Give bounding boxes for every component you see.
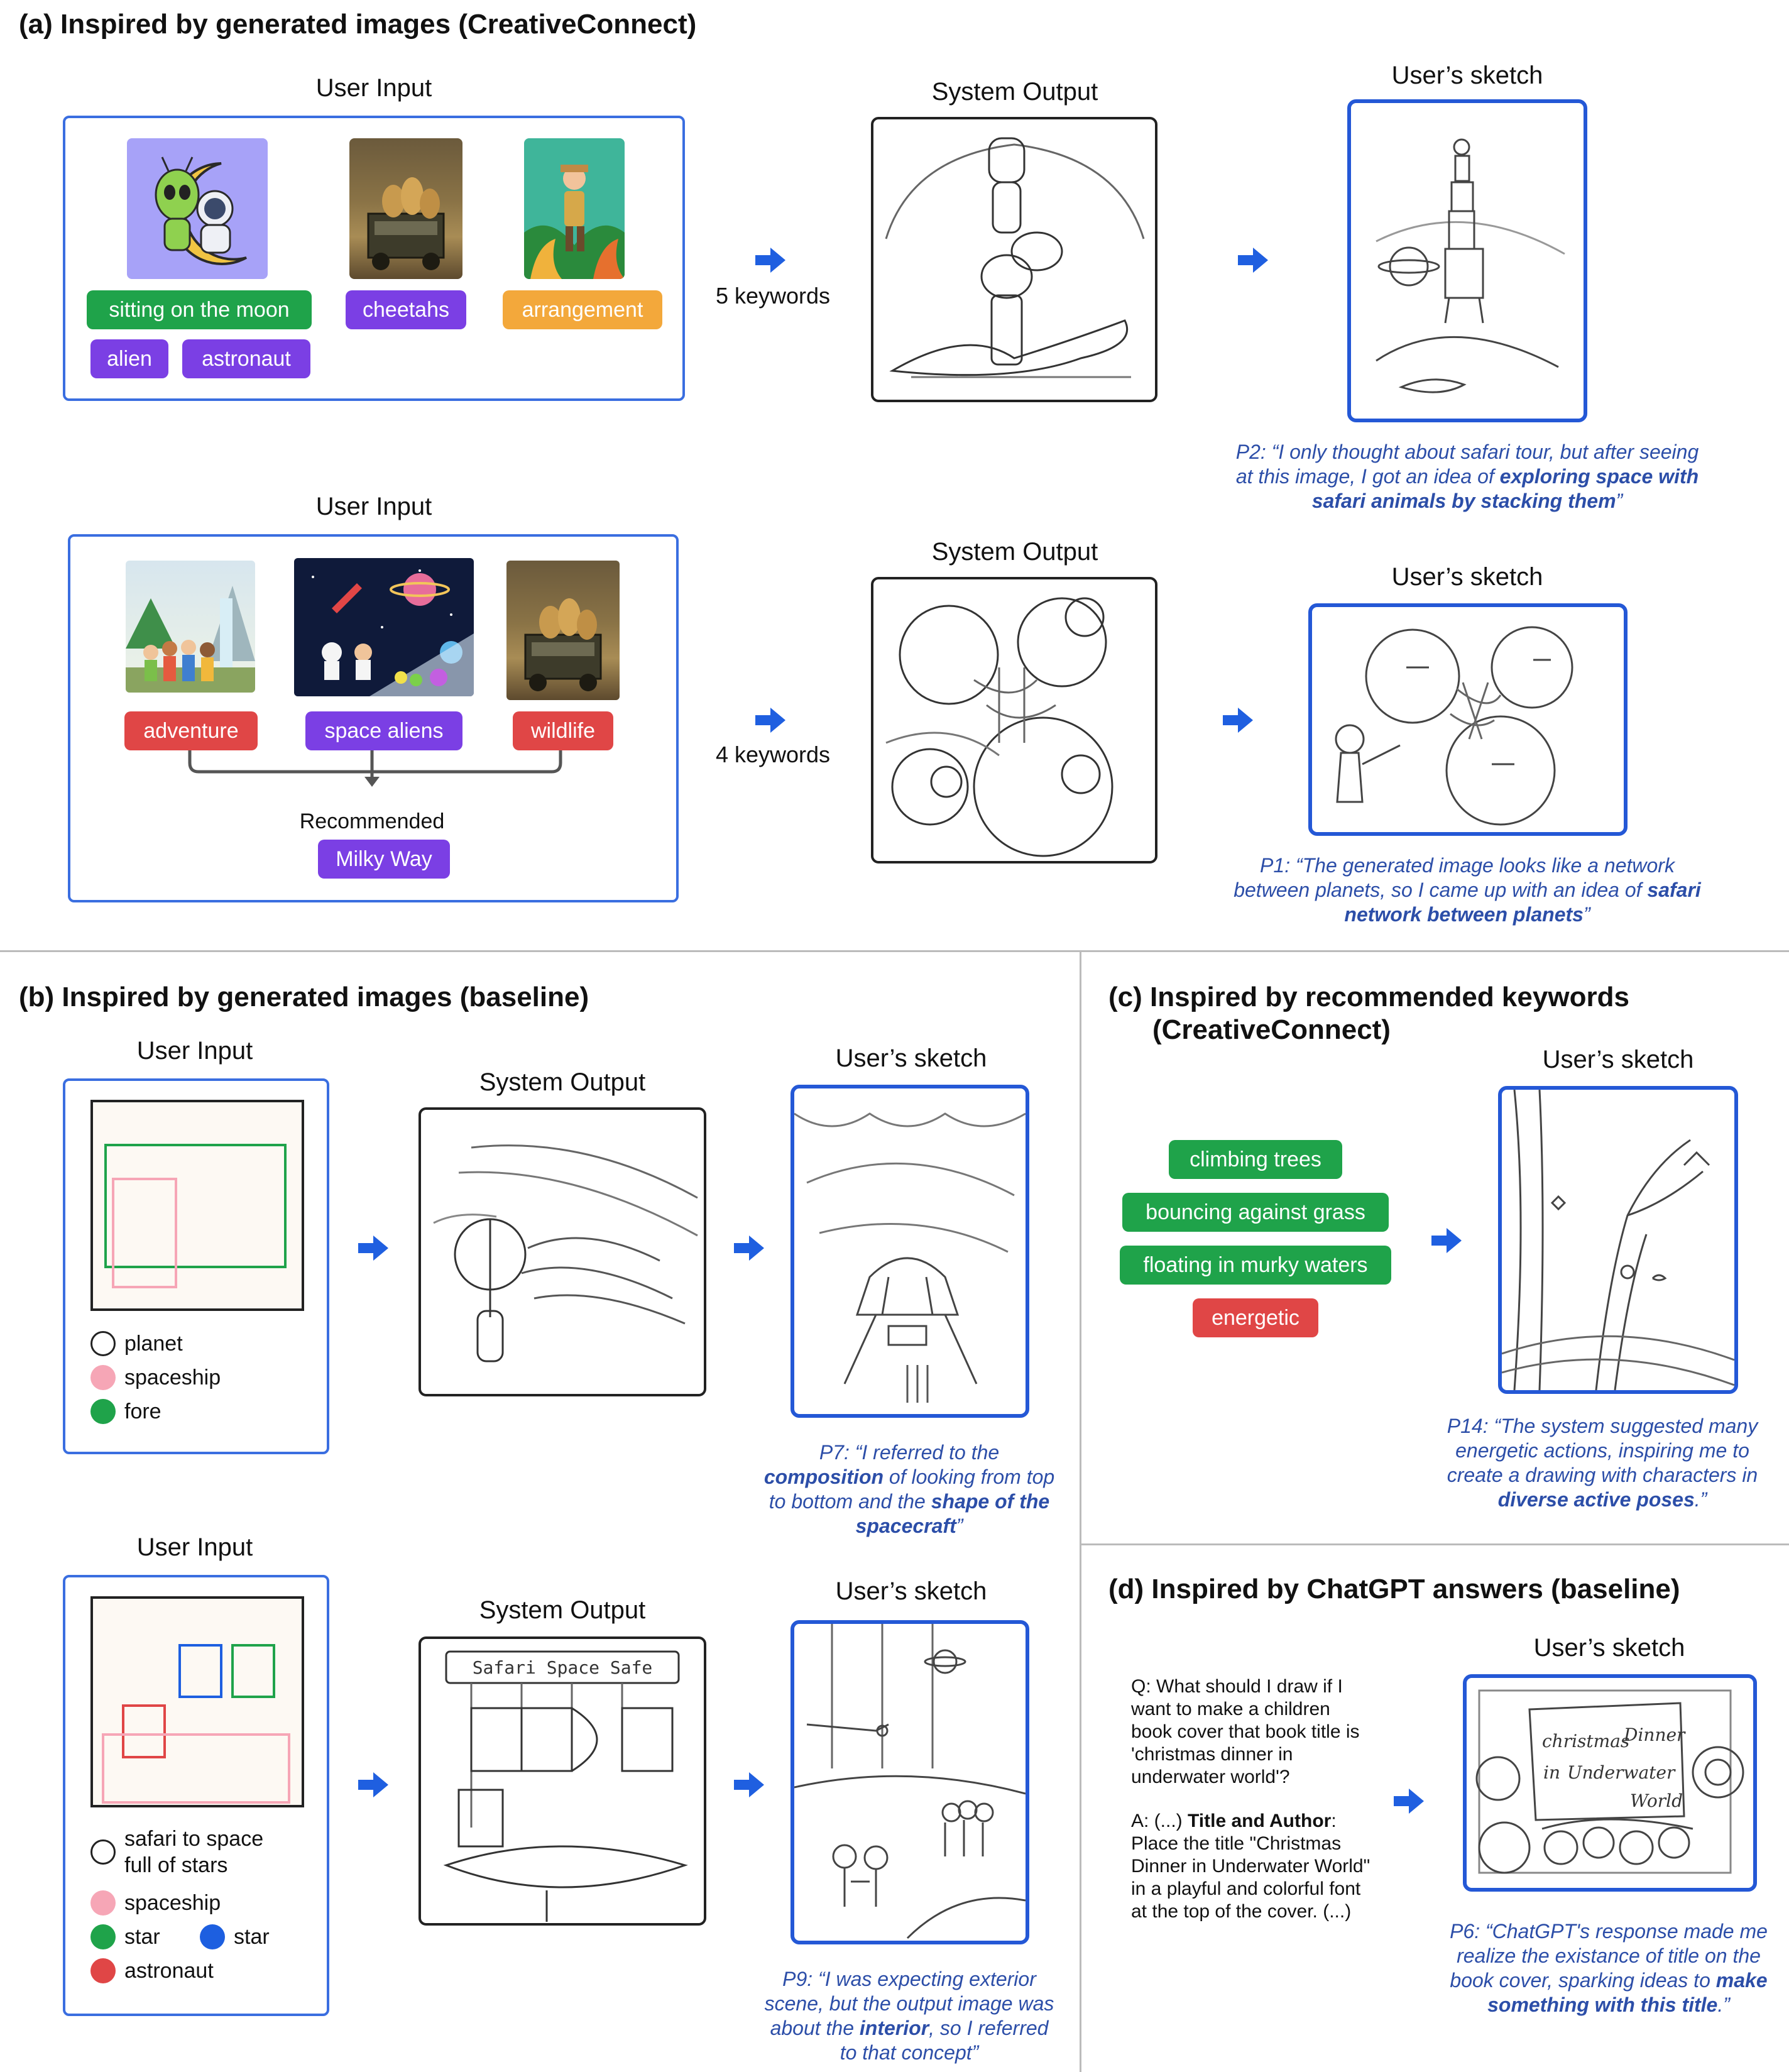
tag-space-aliens[interactable]: space aliens <box>305 711 462 750</box>
tag-wildlife[interactable]: wildlife <box>513 711 613 750</box>
user-input-label: User Input <box>315 493 432 520</box>
region-star-blue <box>178 1644 222 1698</box>
arrow-right-icon <box>755 248 785 273</box>
system-output-sketch <box>871 577 1157 863</box>
region-star-green <box>231 1644 275 1698</box>
arrow-right-icon <box>1238 248 1268 273</box>
legend-item-spaceship: spaceship <box>90 1361 221 1394</box>
participant-quote-p2: P2: “I only thought about safari tour, b… <box>1235 441 1699 512</box>
space-aliens-image <box>294 558 474 696</box>
user-input-label: User Input <box>136 1533 253 1561</box>
section-c-subtitle: (CreativeConnect) <box>1152 1014 1391 1045</box>
tag-sitting-on-the-moon[interactable]: sitting on the moon <box>87 290 312 329</box>
arrow-right-icon <box>358 1772 388 1797</box>
system-output-sketch <box>871 117 1157 402</box>
divider-vertical <box>1080 950 1081 2072</box>
participant-quote-p6: P6: “ChatGPT's response made me realize … <box>1450 1920 1768 2016</box>
alien-astronaut-image <box>127 138 268 279</box>
users-sketch-label: User’s sketch <box>1391 62 1543 89</box>
keyword-count: 4 keywords <box>715 742 831 767</box>
arrow-right-icon <box>1223 708 1253 733</box>
legend-item-star-green: star <box>90 1921 160 1953</box>
system-output-label: System Output <box>479 1596 646 1624</box>
divider-horizontal <box>0 950 1789 952</box>
system-output-sketch: Safari Space Safe <box>419 1636 706 1926</box>
system-output-sketch <box>419 1107 706 1396</box>
participant-quote-p7: P7: “I referred to the composition of lo… <box>763 1441 1055 1537</box>
wildlife-image <box>506 561 620 700</box>
users-sketch-label: User’s sketch <box>1542 1046 1694 1073</box>
arrow-right-icon <box>1431 1228 1462 1253</box>
region-spaceship <box>102 1733 290 1804</box>
sketch-word-in: in <box>1543 1762 1560 1783</box>
adventure-image <box>126 561 255 693</box>
section-c-title: (c) Inspired by recommended keywords <box>1108 982 1629 1012</box>
tag-arrangement[interactable]: arrangement <box>503 290 662 329</box>
layout-canvas <box>90 1100 304 1311</box>
section-d-title: (d) Inspired by ChatGPT answers (baselin… <box>1108 1574 1680 1604</box>
tag-bouncing-against-grass[interactable]: bouncing against grass <box>1122 1193 1389 1232</box>
arrow-right-icon <box>1394 1789 1424 1814</box>
jungle-explorer-image <box>524 138 625 279</box>
sketch-word-christmas: christmas <box>1542 1731 1629 1751</box>
merge-bracket-icon <box>188 750 562 787</box>
keyword-count: 5 keywords <box>715 283 831 309</box>
tag-adventure[interactable]: adventure <box>124 711 258 750</box>
legend-item-planet: planet <box>90 1327 183 1360</box>
system-output-label: System Output <box>479 1068 646 1096</box>
legend-item-astronaut: astronaut <box>90 1954 214 1987</box>
participant-quote-p9: P9: “I was expecting exterior scene, but… <box>764 1968 1054 2064</box>
region-fore <box>104 1144 287 1268</box>
users-sketch-label: User’s sketch <box>1391 563 1543 591</box>
users-sketch-label: User’s sketch <box>1533 1634 1685 1662</box>
region-astronaut <box>122 1704 166 1758</box>
users-sketch <box>791 1085 1029 1418</box>
users-sketch-label: User’s sketch <box>835 1577 987 1605</box>
users-sketch: christmas Dinner in Underwater World <box>1463 1674 1757 1892</box>
recommended-label: Recommended <box>299 809 445 833</box>
user-input-label: User Input <box>136 1037 253 1065</box>
user-input-box: sitting on the moon cheetahs arrangement… <box>63 116 685 401</box>
user-input-box: safari to space full of stars spaceship … <box>63 1575 329 2016</box>
sketch-word-world: World <box>1630 1790 1683 1811</box>
cheetahs-image <box>349 138 462 279</box>
legend-item-star-blue: star <box>200 1921 270 1953</box>
sketch-word-dinner: Dinner <box>1623 1724 1686 1745</box>
region-spaceship <box>112 1178 177 1288</box>
system-output-label: System Output <box>931 78 1098 106</box>
users-sketch <box>1347 99 1587 422</box>
arrow-right-icon <box>734 1772 764 1797</box>
participant-quote-p14: P14: “The system suggested many energeti… <box>1447 1415 1758 1511</box>
user-input-label: User Input <box>315 74 432 102</box>
chatgpt-question: Q: What should I draw if I want to make … <box>1131 1676 1360 1787</box>
user-input-box: adventure space aliens wildlife Recommen… <box>68 534 679 902</box>
tag-milky-way[interactable]: Milky Way <box>318 840 450 879</box>
tag-energetic[interactable]: energetic <box>1193 1298 1318 1337</box>
chatgpt-answer: A: (...) Title and Author: Place the tit… <box>1131 1811 1370 1922</box>
divider-horizontal-right <box>1081 1543 1789 1545</box>
tag-climbing-trees[interactable]: climbing trees <box>1169 1140 1342 1179</box>
section-b-title: (b) Inspired by generated images (baseli… <box>19 982 589 1012</box>
tag-alien[interactable]: alien <box>90 339 168 378</box>
arrow-right-icon <box>734 1236 764 1261</box>
section-a-title: (a) Inspired by generated images (Creati… <box>19 9 697 40</box>
system-output-label: System Output <box>931 538 1098 566</box>
users-sketch-label: User’s sketch <box>835 1044 987 1072</box>
tag-astronaut[interactable]: astronaut <box>182 339 310 378</box>
layout-canvas <box>90 1596 304 1807</box>
sketch-word-underwater: Underwater <box>1567 1762 1676 1783</box>
arrow-right-icon <box>358 1236 388 1261</box>
output-sign-text: Safari Space Safe <box>473 1657 653 1678</box>
legend-item-fore: fore <box>90 1395 161 1428</box>
tag-floating-in-murky-waters[interactable]: floating in murky waters <box>1120 1246 1391 1285</box>
users-sketch <box>1308 603 1628 836</box>
user-input-box: planet spaceship fore <box>63 1078 329 1454</box>
legend-item-safari-to-space: safari to space full of stars <box>90 1824 288 1880</box>
legend-item-spaceship: spaceship <box>90 1887 221 1919</box>
tag-cheetahs[interactable]: cheetahs <box>346 290 466 329</box>
arrow-right-icon <box>755 708 785 733</box>
users-sketch <box>791 1620 1029 1944</box>
users-sketch <box>1498 1086 1738 1394</box>
participant-quote-p1: P1: “The generated image looks like a ne… <box>1234 854 1701 926</box>
